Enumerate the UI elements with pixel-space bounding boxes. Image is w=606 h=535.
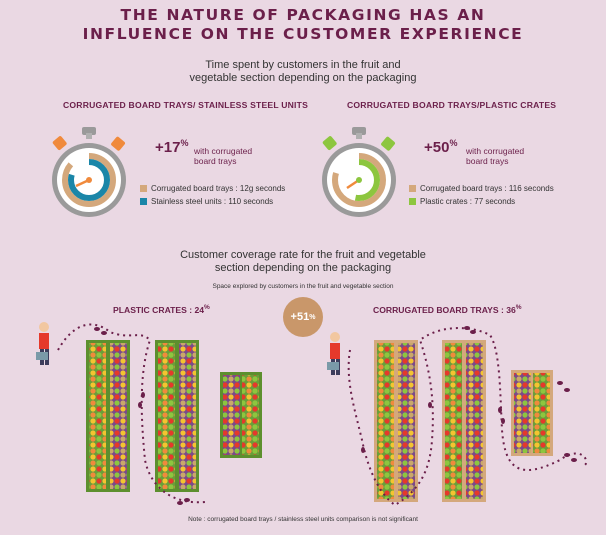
coverage-caption: Space explored by customers in the fruit… bbox=[212, 283, 394, 290]
left-percentage: +17% bbox=[155, 138, 189, 156]
footprint-icons bbox=[94, 326, 577, 505]
legend-swatch-steel bbox=[140, 198, 147, 205]
shopper-icon-left bbox=[36, 322, 49, 365]
page-title-line2: INFLUENCE ON THE CUSTOMER EXPERIENCE bbox=[82, 25, 524, 43]
left-percentage-label-1: with corrugated bbox=[194, 146, 253, 156]
right-percentage: +50% bbox=[424, 138, 458, 156]
legend-swatch-tray bbox=[409, 185, 416, 192]
stopwatch-icon-right bbox=[322, 127, 396, 217]
right-percentage-label-1: with corrugated bbox=[466, 146, 525, 156]
right-legend-tray: Corrugated board trays : 116 seconds bbox=[409, 184, 554, 193]
left-legend-steel: Stainless steel units : 110 seconds bbox=[140, 197, 273, 206]
plastic-shelf-1 bbox=[86, 340, 130, 492]
right-percentage-label-2: board trays bbox=[466, 156, 509, 166]
right-legend-plastic: Plastic crates : 77 seconds bbox=[409, 197, 515, 206]
left-legend-tray: Corrugated board trays : 12g seconds bbox=[140, 184, 285, 193]
tray-shelf-3 bbox=[511, 370, 553, 456]
legend-swatch-plastic bbox=[409, 198, 416, 205]
time-subtitle-line1: Time spent by customers in the fruit and bbox=[205, 59, 401, 71]
coverage-subtitle-line2: section depending on the packaging bbox=[214, 262, 392, 274]
left-section-heading: CORRUGATED BOARD TRAYS/ STAINLESS STEEL … bbox=[63, 100, 309, 110]
time-subtitle-line2: vegetable section depending on the packa… bbox=[189, 72, 417, 84]
tray-shelf-2 bbox=[442, 340, 486, 502]
left-percentage-label-2: board trays bbox=[194, 156, 237, 166]
right-section-heading: CORRUGATED BOARD TRAYS/PLASTIC CRATES bbox=[347, 100, 557, 110]
plastic-crates-label: PLASTIC CRATES : 24% bbox=[113, 304, 210, 315]
shopper-icon-right bbox=[327, 332, 340, 375]
increase-badge: +51% bbox=[283, 297, 323, 337]
coverage-subtitle-line1: Customer coverage rate for the fruit and… bbox=[180, 249, 426, 261]
page-title-line1: THE NATURE OF PACKAGING HAS AN bbox=[120, 6, 486, 24]
plastic-shelf-2 bbox=[155, 340, 199, 492]
corrugated-trays-label: CORRUGATED BOARD TRAYS : 36% bbox=[373, 304, 522, 315]
plastic-shelf-3 bbox=[220, 372, 262, 458]
stopwatch-icon-left bbox=[52, 127, 126, 217]
tray-shelf-1 bbox=[374, 340, 418, 502]
legend-swatch-tray bbox=[140, 185, 147, 192]
shelf-illustration bbox=[36, 322, 588, 507]
footer-note: Note : corrugated board trays / stainles… bbox=[188, 516, 418, 523]
